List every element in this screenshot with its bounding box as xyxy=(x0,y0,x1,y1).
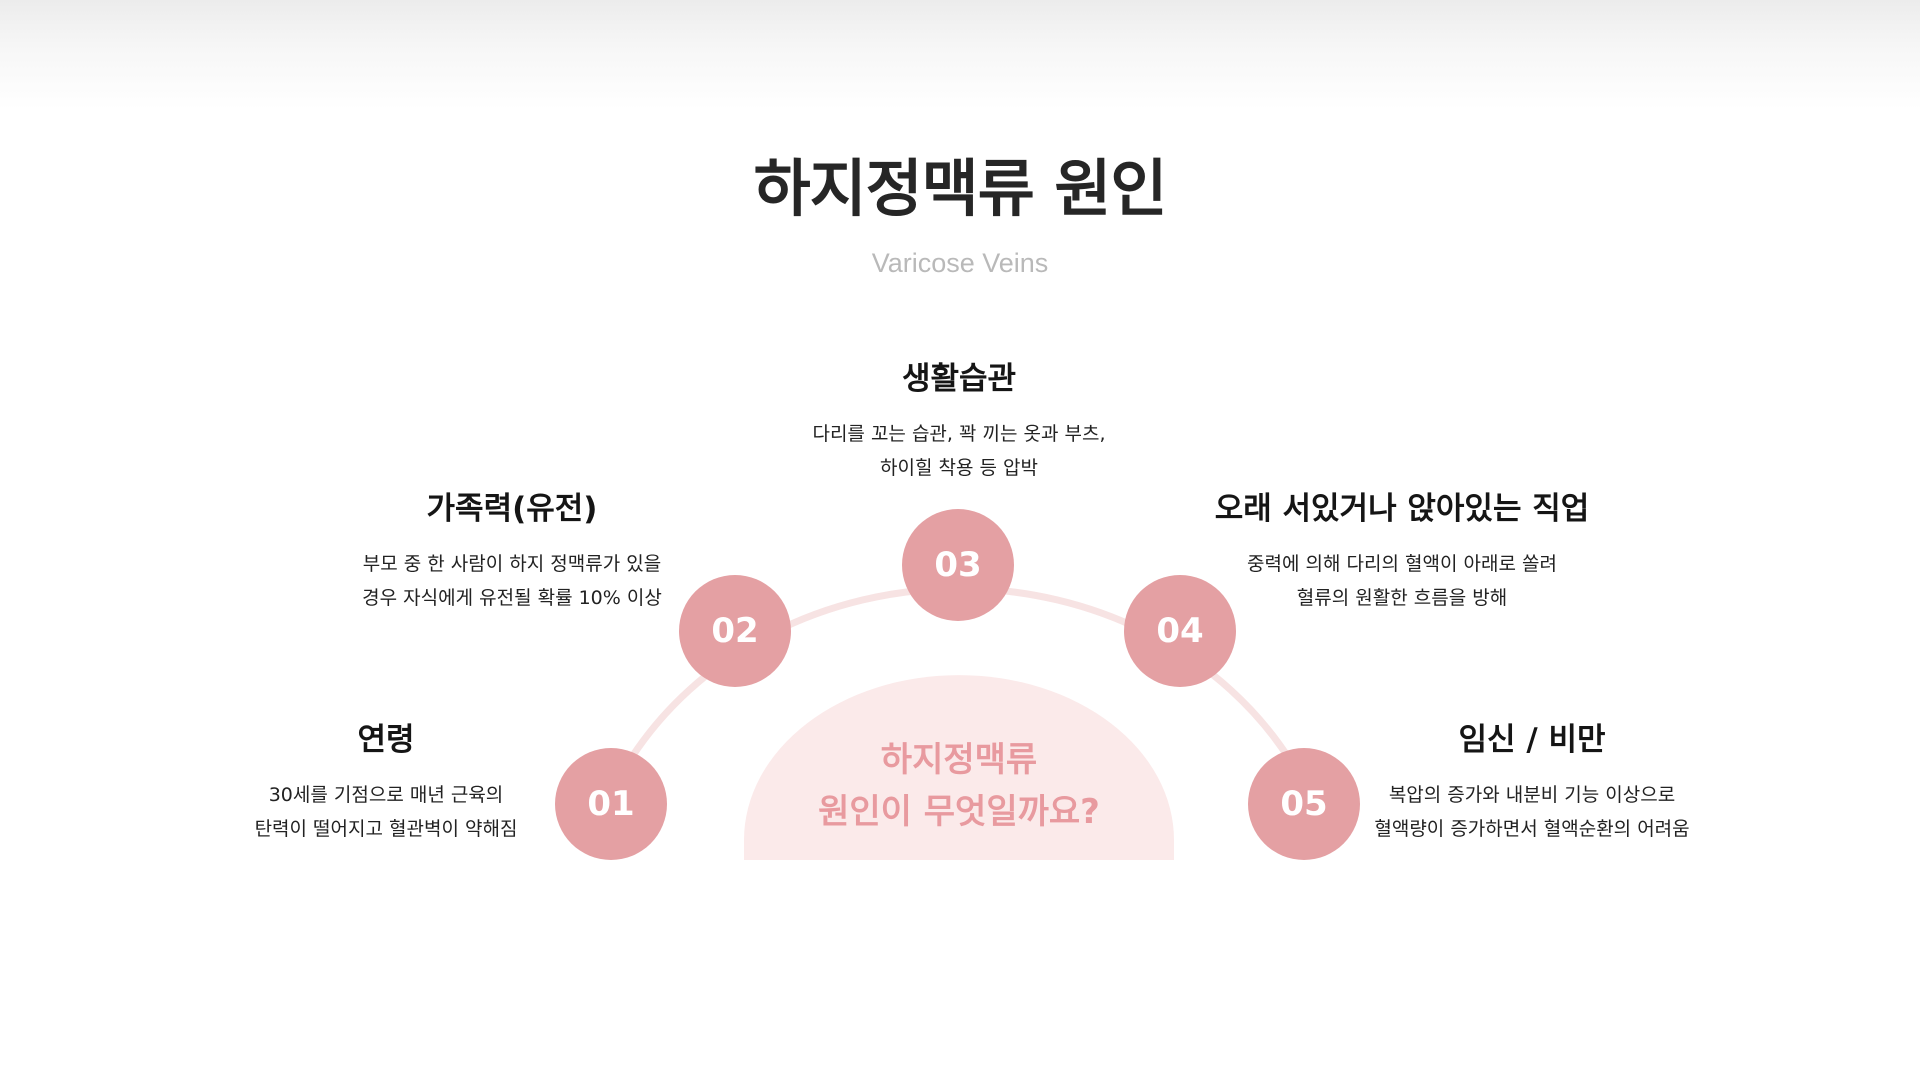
cause-desc-line: 혈액량이 증가하면서 혈액순환의 어려움 xyxy=(1374,818,1690,840)
cause-desc-line: 하이힐 착용 등 압박 xyxy=(880,457,1038,479)
cause-desc-line: 중력에 의해 다리의 혈액이 아래로 쏠려 xyxy=(1247,553,1557,575)
cause-title: 연령 xyxy=(357,722,415,758)
cause-description: 중력에 의해 다리의 혈액이 아래로 쏠려 혈류의 원활한 흐름을 방해 xyxy=(1200,547,1604,615)
step-node-01: 01 xyxy=(555,748,667,860)
cause-desc-line: 탄력이 떨어지고 혈관벽이 약해짐 xyxy=(254,818,518,840)
center-question-line-2: 원인이 무엇일까요? xyxy=(818,792,1100,832)
page-title: 하지정맥류 원인 xyxy=(753,152,1168,225)
cause-family-history: 가족력(유전) 부모 중 한 사람이 하지 정맥류가 있을 경우 자식에게 유전… xyxy=(340,489,684,615)
center-question-line-1: 하지정맥류 xyxy=(880,740,1038,780)
center-dome xyxy=(744,675,1174,860)
cause-pregnancy-obesity: 임신 / 비만 복압의 증가와 내분비 기능 이상으로 혈액량이 증가하면서 혈… xyxy=(1362,720,1702,846)
cause-description: 30세를 기점으로 매년 근육의 탄력이 떨어지고 혈관벽이 약해짐 xyxy=(236,778,536,846)
cause-desc-line: 30세를 기점으로 매년 근육의 xyxy=(268,784,504,806)
cause-desc-line: 부모 중 한 사람이 하지 정맥류가 있을 xyxy=(362,553,662,575)
cause-description: 다리를 꼬는 습관, 꽉 끼는 옷과 부츠, 하이힐 착용 등 압박 xyxy=(780,417,1138,485)
step-node-04: 04 xyxy=(1124,575,1236,687)
cause-desc-line: 혈류의 원활한 흐름을 방해 xyxy=(1296,587,1508,609)
cause-title: 오래 서있거나 앉아있는 직업 xyxy=(1214,491,1590,527)
top-gradient-band xyxy=(0,0,1920,110)
cause-description: 복압의 증가와 내분비 기능 이상으로 혈액량이 증가하면서 혈액순환의 어려움 xyxy=(1362,778,1702,846)
step-node-02: 02 xyxy=(679,575,791,687)
center-question: 하지정맥류 원인이 무엇일까요? xyxy=(744,734,1174,838)
cause-age: 연령 30세를 기점으로 매년 근육의 탄력이 떨어지고 혈관벽이 약해짐 xyxy=(236,720,536,846)
cause-title: 생활습관 xyxy=(901,361,1017,397)
cause-title: 가족력(유전) xyxy=(426,491,598,527)
cause-description: 부모 중 한 사람이 하지 정맥류가 있을 경우 자식에게 유전될 확률 10%… xyxy=(340,547,684,615)
step-node-03: 03 xyxy=(902,509,1014,621)
cause-desc-line: 경우 자식에게 유전될 확률 10% 이상 xyxy=(362,587,662,609)
cause-occupation: 오래 서있거나 앉아있는 직업 중력에 의해 다리의 혈액이 아래로 쏠려 혈류… xyxy=(1200,489,1604,615)
cause-lifestyle: 생활습관 다리를 꼬는 습관, 꽉 끼는 옷과 부츠, 하이힐 착용 등 압박 xyxy=(780,359,1138,485)
cause-desc-line: 다리를 꼬는 습관, 꽉 끼는 옷과 부츠, xyxy=(812,423,1106,445)
cause-desc-line: 복압의 증가와 내분비 기능 이상으로 xyxy=(1388,784,1676,806)
step-node-05: 05 xyxy=(1248,748,1360,860)
cause-title: 임신 / 비만 xyxy=(1458,722,1606,758)
page-subtitle: Varicose Veins xyxy=(871,248,1049,278)
